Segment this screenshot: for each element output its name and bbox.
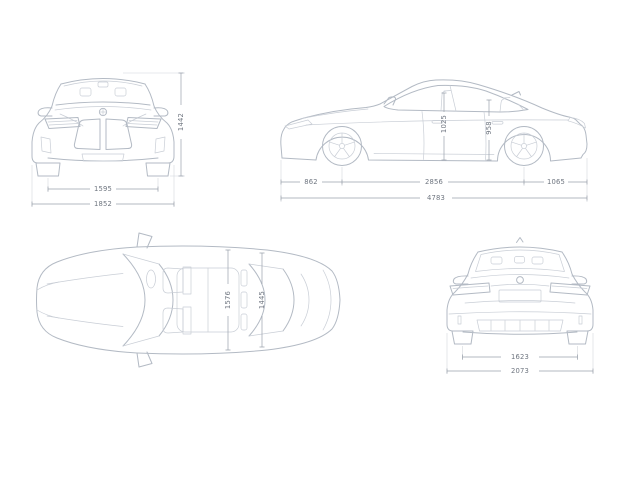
- dim-front-track-group: 1595: [47, 178, 159, 193]
- dim-overall-length-label: 4783: [427, 194, 445, 202]
- side-mirror: [383, 96, 397, 106]
- dim-headroom-rear-label: 958: [485, 121, 493, 135]
- kidney-grille: [73, 118, 133, 150]
- license-plate-recess: [498, 289, 542, 303]
- sunroof: [176, 267, 240, 333]
- dim-headroom-rear-group: 958: [485, 99, 493, 161]
- dim-width-mirrors-group: 2073: [446, 333, 594, 375]
- front-wheels: [35, 162, 171, 177]
- bmw-roundel-icon-rear: [516, 276, 524, 284]
- side-view-drawing: 1025 958 862 2856 1065 4783: [280, 79, 588, 202]
- dim-headroom-front-group: 1025: [440, 92, 448, 161]
- dim-front-overhang-label: 862: [304, 178, 318, 186]
- top-car-body: [36, 232, 341, 368]
- side-car-body: [280, 79, 588, 166]
- antenna-fin-rear: [516, 237, 524, 243]
- front-car-body: [31, 78, 175, 177]
- rear-view-drawing: 1623 2073: [446, 237, 594, 375]
- antenna-fin: [511, 91, 521, 96]
- dim-rear-track-label: 1623: [511, 353, 529, 361]
- steering-wheel: [146, 269, 156, 289]
- taillights: [449, 282, 591, 296]
- dim-height-label: 1442: [177, 113, 185, 131]
- headlights: [44, 117, 162, 129]
- side-mirrors: [37, 107, 169, 117]
- rear-diffuser: [476, 319, 564, 332]
- dim-interior-width-rear-group: 1445: [258, 252, 266, 348]
- dim-interior-width-front-group: 1576: [224, 249, 232, 351]
- rear-car-body: [446, 237, 594, 345]
- rear-wheel: [504, 126, 544, 166]
- dim-overall-width-label: 1852: [94, 200, 112, 208]
- dim-interior-width-front-label: 1576: [224, 291, 232, 309]
- dim-rear-overhang-label: 1065: [547, 178, 565, 186]
- rear-wheels: [451, 330, 589, 345]
- dim-length-groups: 862 2856 1065 4783: [280, 158, 588, 202]
- dim-front-track-label: 1595: [94, 185, 112, 193]
- front-view-drawing: 1442 1595 1852: [31, 72, 185, 208]
- rear-window-headrests: [490, 256, 544, 265]
- dim-overall-width-group: 1852: [31, 165, 175, 208]
- bmw-roundel-icon: [98, 107, 108, 117]
- dim-wheelbase-label: 2856: [425, 178, 443, 186]
- front-wheel: [322, 126, 362, 166]
- top-view-drawing: 1576 1445: [36, 232, 341, 368]
- rear-headrests: [240, 269, 248, 331]
- top-mirrors: [136, 232, 153, 368]
- front-seats: [162, 266, 192, 335]
- dim-headroom-front-label: 1025: [440, 115, 448, 133]
- dim-width-mirrors-label: 2073: [511, 367, 529, 375]
- rear-mirrors: [452, 275, 588, 285]
- dim-interior-width-rear-label: 1445: [258, 291, 266, 309]
- dim-rear-track-group: 1623: [462, 346, 578, 361]
- dim-height-group: 1442: [123, 72, 185, 177]
- front-headrests: [79, 81, 127, 97]
